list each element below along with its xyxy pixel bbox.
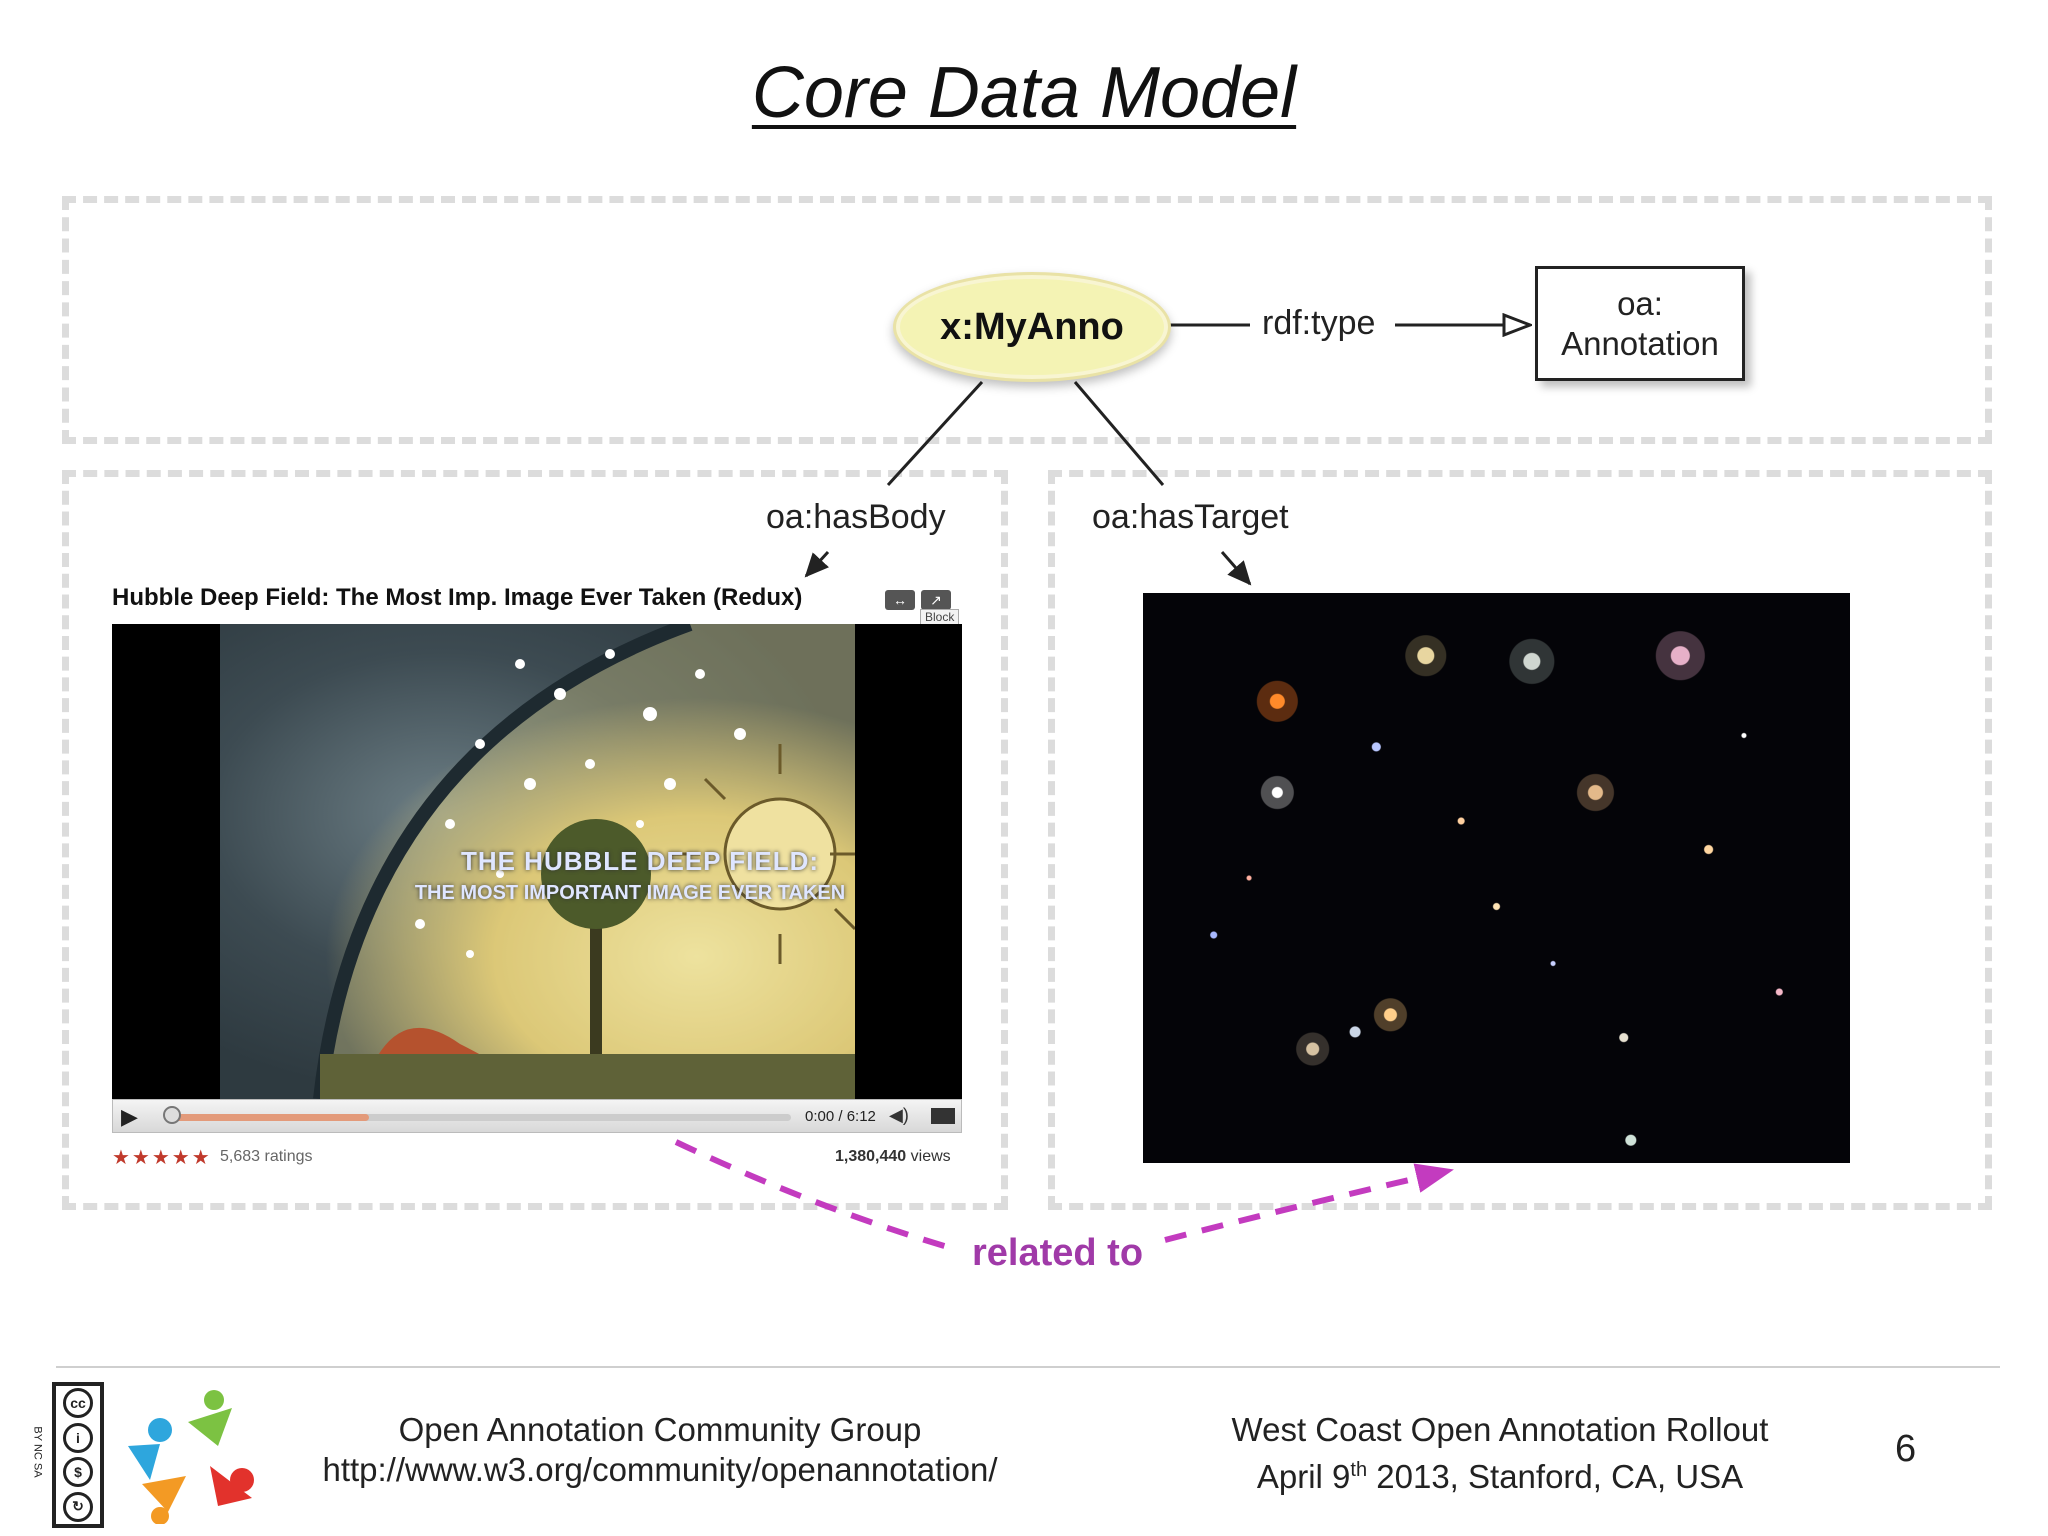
footer-event-date: April 9th 2013, Stanford, CA, USA bbox=[1160, 1450, 1840, 1497]
video-player[interactable]: THE HUBBLE DEEP FIELD: THE MOST IMPORTAN… bbox=[112, 624, 962, 1099]
annotation-class-node: oa: Annotation bbox=[1535, 266, 1745, 381]
event-date-month: April 9 bbox=[1256, 1458, 1351, 1495]
fullscreen-icon[interactable] bbox=[931, 1108, 955, 1124]
footer-divider bbox=[56, 1366, 2000, 1368]
rdf-type-label: rdf:type bbox=[1256, 304, 1382, 343]
play-icon[interactable]: ▶ bbox=[121, 1104, 138, 1129]
related-to-label: related to bbox=[972, 1232, 1144, 1274]
video-overlay-subtitle: THE MOST IMPORTANT IMAGE EVER TAKEN bbox=[414, 882, 846, 904]
related-arrow-left bbox=[674, 1139, 959, 1253]
target-region-box bbox=[1048, 470, 1992, 1210]
event-date-suffix: th bbox=[1350, 1459, 1368, 1481]
footer-group-name: Open Annotation Community Group bbox=[398, 1411, 922, 1448]
edge-has-target bbox=[1073, 381, 1165, 486]
noncommercial-icon: $ bbox=[63, 1457, 93, 1488]
video-control-bar: ▶ 0:00 / 6:12 ◀) bbox=[112, 1099, 962, 1133]
cc-icon: cc bbox=[63, 1388, 93, 1419]
sharealike-icon: ↻ bbox=[63, 1491, 93, 1522]
rating-count: 5,683 ratings bbox=[220, 1148, 313, 1165]
embed-icon[interactable]: ↔ bbox=[885, 590, 915, 610]
volume-icon[interactable]: ◀) bbox=[889, 1105, 909, 1125]
popout-icon[interactable]: ↗ bbox=[921, 590, 951, 610]
view-count-suffix: views bbox=[906, 1148, 951, 1165]
cc-license-badge[interactable]: cc i $ ↻ BY NC SA bbox=[32, 1382, 104, 1528]
video-title[interactable]: Hubble Deep Field: The Most Imp. Image E… bbox=[112, 584, 803, 611]
page-number: 6 bbox=[1895, 1428, 1917, 1470]
attribution-icon: i bbox=[63, 1422, 93, 1453]
edge-has-body bbox=[886, 380, 984, 487]
has-body-label: oa:hasBody bbox=[760, 498, 952, 537]
oa-logo bbox=[128, 1390, 254, 1524]
video-share-controls: ↔↗ bbox=[885, 590, 957, 610]
event-date-rest: 2013, Stanford, CA, USA bbox=[1367, 1458, 1744, 1495]
class-node-line2: Annotation bbox=[1561, 324, 1719, 362]
slide-title: Core Data Model bbox=[751, 53, 1297, 133]
footer-event: West Coast Open Annotation Rollout April… bbox=[1160, 1410, 1840, 1497]
has-target-label: oa:hasTarget bbox=[1086, 498, 1295, 537]
related-arrow-right bbox=[1164, 1163, 1454, 1243]
time-label: 0:00 / 6:12 bbox=[805, 1108, 876, 1125]
footer-group-url[interactable]: http://www.w3.org/community/openannotati… bbox=[322, 1451, 998, 1488]
annotation-node: x:MyAnno bbox=[893, 272, 1171, 382]
class-node-line1: oa: bbox=[1617, 284, 1663, 322]
view-count: 1,380,440 views bbox=[835, 1148, 951, 1166]
view-count-number: 1,380,440 bbox=[835, 1148, 907, 1165]
graph-region-box bbox=[62, 196, 1992, 444]
body-region-box bbox=[62, 470, 1008, 1210]
seek-handle[interactable] bbox=[163, 1106, 181, 1124]
license-text: BY NC SA bbox=[31, 1426, 44, 1478]
hubble-deep-field-image bbox=[1143, 593, 1850, 1163]
arrow-to-body bbox=[804, 550, 830, 578]
progress-bar[interactable] bbox=[171, 1114, 791, 1121]
rating-stars[interactable]: ★★★★★ bbox=[112, 1147, 212, 1169]
footer-group: Open Annotation Community Group http://w… bbox=[260, 1410, 1060, 1490]
video-thumbnail-engraving: THE HUBBLE DEEP FIELD: THE MOST IMPORTAN… bbox=[220, 624, 855, 1099]
footer-event-name: West Coast Open Annotation Rollout bbox=[1231, 1411, 1769, 1448]
video-overlay-title: THE HUBBLE DEEP FIELD: bbox=[460, 846, 820, 876]
block-label[interactable]: Block bbox=[920, 609, 960, 625]
progress-fill bbox=[171, 1114, 370, 1121]
arrow-to-target bbox=[1220, 551, 1252, 586]
